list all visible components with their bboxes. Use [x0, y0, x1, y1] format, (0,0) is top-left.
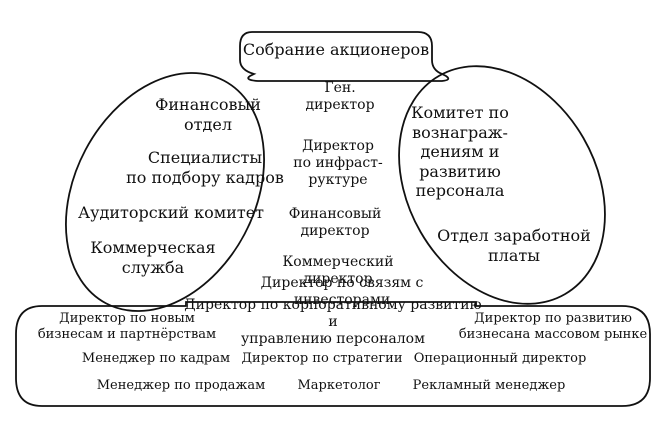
bottom-item-advertising-manager: Рекламный менеджер — [412, 378, 566, 393]
bottom-container — [15, 301, 651, 407]
bottom-item-hr-manager: Менеджер по кадрам — [81, 351, 231, 366]
bottom-item-new-business-director: Директор по новым бизнесам и партнёрства… — [37, 311, 217, 342]
bottom-item-sales-manager: Менеджер по продажам — [96, 378, 266, 393]
center-item-ir-director: Директор по связям с инвесторами — [260, 275, 424, 309]
center-item-ceo: Ген. директор — [305, 80, 375, 114]
left-item-commercial-service: Коммерческая служба — [90, 238, 216, 277]
left-item-finance-dept: Финансовый отдел — [155, 95, 261, 134]
bottom-item-strategy-director: Директор по стратегии — [241, 351, 403, 366]
bottom-item-marketer: Маркетолог — [297, 378, 381, 393]
shareholders-shape — [239, 31, 450, 82]
center-item-cfo: Финансовый директор — [288, 206, 382, 240]
center-item-commercial-director: Коммерческий директор — [282, 254, 394, 288]
right-oval — [398, 65, 606, 305]
bottom-item-mass-market-director: Директор по развитию бизнесана массовом … — [458, 311, 648, 342]
left-oval — [65, 72, 265, 312]
center-item-corporate-development-director: Директор по корпоративному развитию и уп… — [184, 297, 482, 348]
center-item-infrastructure-director: Директор по инфраст- руктуре — [293, 138, 383, 189]
right-item-compensation-committee: Комитет по вознаграж- дениям и развитию … — [411, 103, 509, 201]
shareholders-label: Собрание акционеров — [242, 40, 430, 59]
left-item-audit-committee: Аудиторский комитет — [77, 203, 265, 222]
right-item-payroll-dept: Отдел заработной платы — [437, 226, 591, 265]
left-item-recruiters: Специалисты по подбору кадров — [126, 148, 284, 187]
bottom-item-operations-director: Операционный директор — [413, 351, 587, 366]
